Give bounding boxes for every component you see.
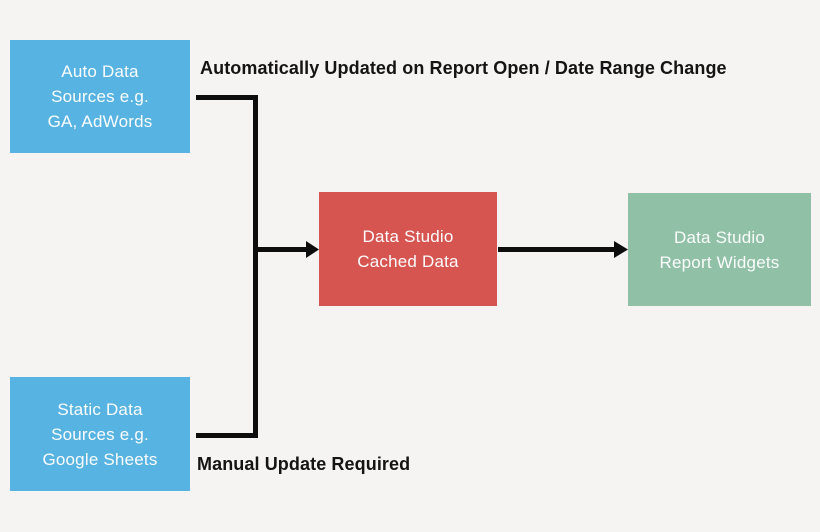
label-auto-update: Automatically Updated on Report Open / D… <box>200 58 727 78</box>
connector-cached-to-widgets-shaft <box>498 247 615 252</box>
node-report-widgets-label: Data Studio Report Widgets <box>659 227 780 272</box>
node-cached-data-label: Data Studio Cached Data <box>357 227 459 271</box>
node-cached-data: Data Studio Cached Data <box>319 192 497 306</box>
arrowhead-to-widgets-icon <box>614 241 628 258</box>
arrowhead-to-cached-icon <box>306 241 319 258</box>
label-manual-update: Manual Update Required <box>197 454 411 474</box>
node-report-widgets: Data Studio Report Widgets <box>628 193 811 306</box>
node-static-data-sources: Static Data Sources e.g. Google Sheets <box>10 377 190 491</box>
node-auto-data-sources: Auto Data Sources e.g. GA, AdWords <box>10 40 190 153</box>
node-static-data-sources-label: Static Data Sources e.g. Google Sheets <box>42 399 158 469</box>
node-auto-data-sources-label: Auto Data Sources e.g. GA, AdWords <box>47 62 153 131</box>
connector-auto-branch <box>196 95 258 100</box>
connector-static-branch <box>196 433 258 438</box>
connector-to-cached-shaft <box>253 247 307 252</box>
connector-vertical-trunk <box>253 95 258 438</box>
